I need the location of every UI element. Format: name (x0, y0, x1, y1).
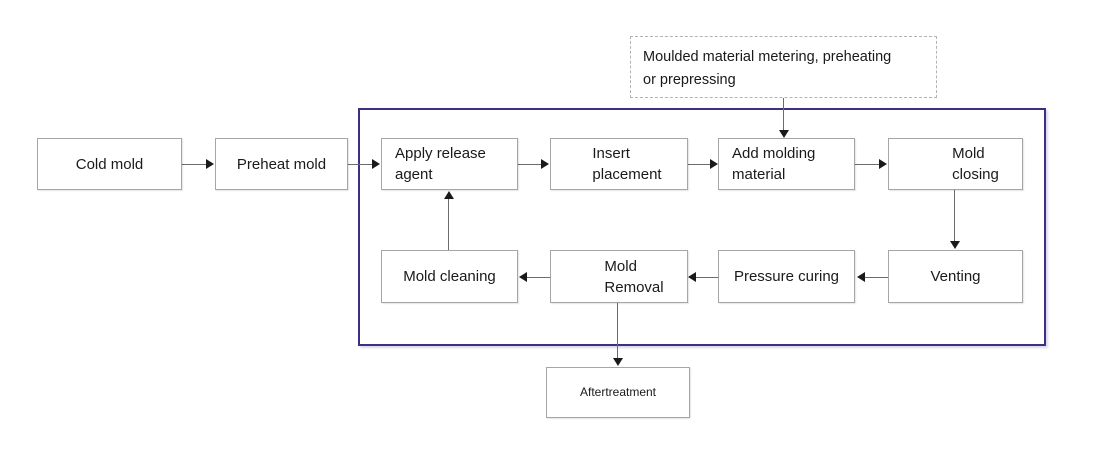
node-add-molding-material-label: Add molding material (732, 145, 816, 183)
node-mold-removal[interactable]: Mold Removal (550, 250, 688, 303)
arrowhead-mold-cleaning (519, 272, 527, 282)
node-pressure-curing-label: Pressure curing (733, 268, 840, 285)
node-mold-removal-label: Mold Removal (604, 257, 664, 296)
moulding-cycle-group (358, 108, 1046, 346)
edge-preheat-mold-to-apply-release-agent (348, 163, 373, 165)
edge-pressure-curing-to-mold-removal (695, 276, 719, 278)
arrowhead-add-molding-material-top (778, 130, 789, 138)
edge-mold-cleaning-to-apply-release-agent (448, 199, 450, 250)
node-insert-placement[interactable]: Insert placement (550, 138, 688, 190)
edge-cold-mold-to-preheat-mold (182, 163, 207, 165)
node-cold-mold-label: Cold mold (75, 155, 144, 173)
edge-venting-to-pressure-curing (864, 276, 889, 278)
arrowhead-aftertreatment (612, 358, 623, 366)
arrowhead-insert-placement (541, 159, 549, 169)
arrowhead-apply-release-agent-bottom (443, 191, 454, 199)
material-preparation-label: Moulded material metering, preheating or… (643, 49, 892, 88)
edge-mold-removal-to-mold-cleaning (526, 276, 551, 278)
node-pressure-curing[interactable]: Pressure curing (718, 250, 855, 303)
material-preparation-note: Moulded material metering, preheating or… (630, 36, 937, 98)
arrowhead-venting (949, 241, 960, 249)
edge-add-molding-material-to-mold-closing (855, 163, 880, 165)
arrowhead-apply-release-agent (372, 159, 380, 169)
node-mold-cleaning[interactable]: Mold cleaning (381, 250, 518, 303)
node-insert-placement-label: Insert placement (592, 145, 662, 183)
node-preheat-mold-label: Preheat mold (236, 155, 327, 173)
edge-insert-placement-to-add-molding-material (688, 163, 711, 165)
node-venting-label: Venting (930, 268, 981, 285)
edge-material-prep-to-add-molding-material (783, 98, 785, 131)
arrowhead-mold-closing (879, 159, 887, 169)
node-preheat-mold[interactable]: Preheat mold (215, 138, 348, 190)
node-add-molding-material[interactable]: Add molding material (718, 138, 855, 190)
node-mold-cleaning-label: Mold cleaning (403, 268, 496, 285)
node-apply-release-agent[interactable]: Apply release agent (381, 138, 518, 190)
arrowhead-pressure-curing (857, 272, 865, 282)
edge-apply-release-agent-to-insert-placement (518, 163, 542, 165)
arrowhead-mold-removal (688, 272, 696, 282)
node-aftertreatment[interactable]: Aftertreatment (546, 367, 690, 418)
node-mold-closing[interactable]: Mold closing (888, 138, 1023, 190)
node-cold-mold[interactable]: Cold mold (37, 138, 182, 190)
edge-mold-removal-to-aftertreatment (617, 303, 619, 359)
edge-mold-closing-to-venting (954, 190, 956, 242)
node-mold-closing-label: Mold closing (952, 145, 999, 183)
node-venting[interactable]: Venting (888, 250, 1023, 303)
node-aftertreatment-label: Aftertreatment (579, 385, 657, 399)
node-apply-release-agent-label: Apply release agent (395, 145, 486, 183)
arrowhead-add-molding-material (710, 159, 718, 169)
arrowhead-preheat-mold (206, 159, 214, 169)
